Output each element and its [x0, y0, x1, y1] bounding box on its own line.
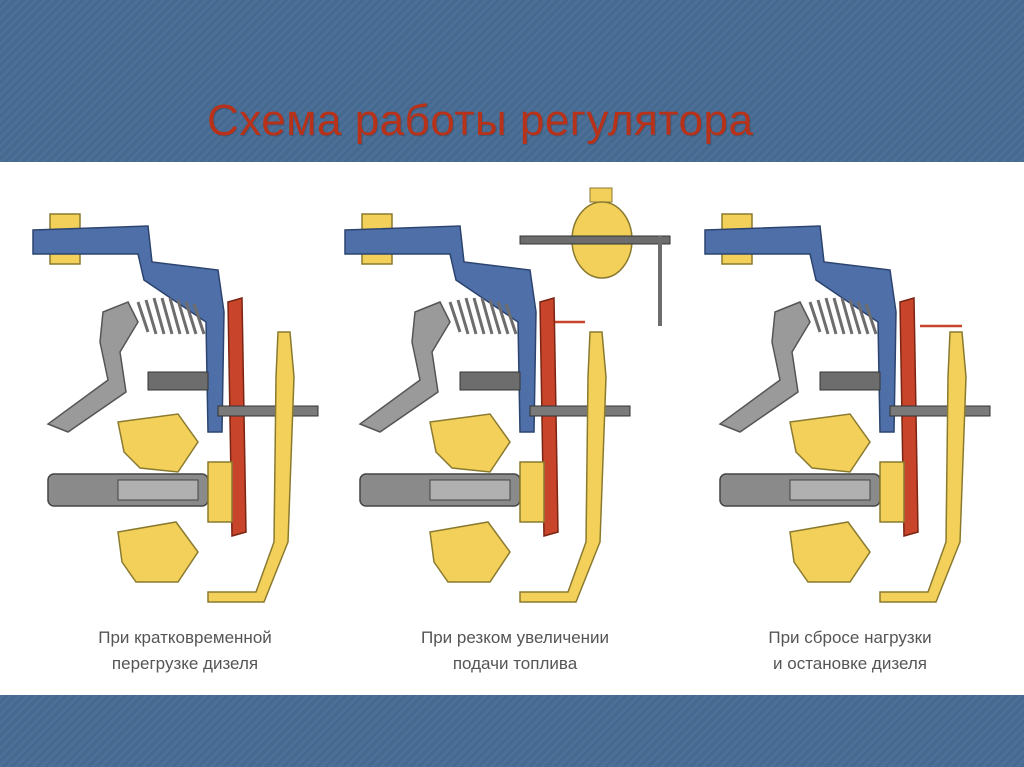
- diagram-short-overload: [31, 212, 320, 604]
- diagram-fuel-increase: [343, 187, 671, 604]
- bottom-bar: [0, 695, 1024, 767]
- diaphragm-unit: [519, 187, 671, 326]
- caption-line: При сбросе нагрузки: [768, 628, 932, 647]
- caption-load-drop: При сбросе нагрузки и остановке дизеля: [720, 625, 980, 677]
- caption-short-overload: При кратковременной перегрузке дизеля: [60, 625, 310, 677]
- title-bar: Схема работы регулятора: [0, 0, 1024, 160]
- caption-line: При резком увеличении: [420, 628, 610, 647]
- caption-line: перегрузке дизеля: [111, 654, 259, 673]
- caption-line: При кратковременной: [98, 628, 272, 647]
- caption-line: подачи топлива: [452, 654, 578, 673]
- caption-line: и остановке дизеля: [773, 654, 927, 673]
- caption-fuel-increase: При резком увеличении подачи топлива: [370, 625, 660, 677]
- slide-title: Схема работы регулятора: [207, 96, 754, 145]
- diagram-load-drop: [703, 212, 992, 604]
- regulator-diagrams: [31, 187, 992, 604]
